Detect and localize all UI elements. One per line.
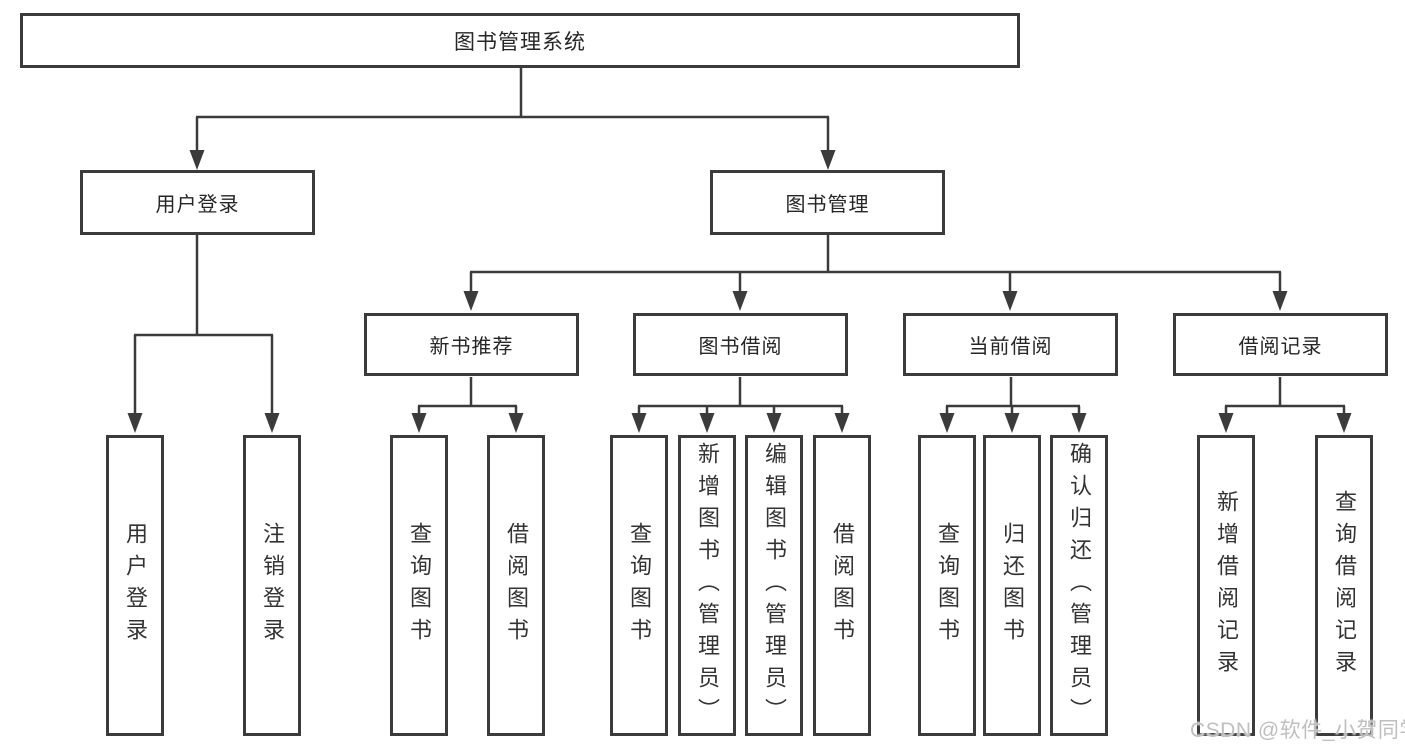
- connector-book-management-to-level3: [463, 235, 1288, 311]
- leaf-borrowing-edit-admin: 编辑图书（管理员）: [745, 435, 803, 736]
- leaf-user-login: 用户登录: [106, 435, 164, 736]
- leaf-user-login-label: 用户登录: [123, 521, 148, 650]
- node-book-management: 图书管理: [710, 170, 945, 235]
- leaf-new-books-query: 查询图书: [390, 435, 448, 736]
- leaf-logout: 注销登录: [243, 435, 301, 736]
- leaf-borrowing-add-admin: 新增图书（管理员）: [678, 435, 736, 736]
- leaf-records-add: 新增借阅记录: [1197, 435, 1255, 736]
- node-current-borrowing: 当前借阅: [903, 313, 1118, 376]
- leaf-current-confirm-admin: 确认归还（管理员）: [1050, 435, 1108, 736]
- leaf-current-confirm-admin-label: 确认归还（管理员）: [1067, 441, 1092, 730]
- leaf-current-query: 查询图书: [918, 435, 976, 736]
- node-new-book-recommend: 新书推荐: [364, 313, 579, 376]
- node-user-login: 用户登录: [80, 170, 315, 235]
- leaf-logout-label: 注销登录: [260, 521, 285, 650]
- leaf-current-query-label: 查询图书: [935, 521, 960, 650]
- leaf-new-books-borrow: 借阅图书: [487, 435, 545, 736]
- leaf-borrowing-add-admin-label: 新增图书（管理员）: [695, 441, 720, 730]
- leaf-new-books-query-label: 查询图书: [407, 521, 432, 650]
- leaf-borrowing-query: 查询图书: [610, 435, 668, 736]
- leaf-borrowing-borrow-label: 借阅图书: [830, 521, 855, 650]
- leaf-records-add-label: 新增借阅记录: [1214, 489, 1239, 682]
- connector-new-book-recommend-to-leaves: [411, 377, 524, 433]
- connector-book-borrowing-to-leaves: [631, 377, 850, 433]
- connector-user-login-to-leaves: [127, 235, 280, 433]
- connector-current-borrowing-to-leaves: [939, 377, 1087, 433]
- leaf-records-query-label: 查询借阅记录: [1332, 489, 1357, 682]
- node-root: 图书管理系统: [20, 13, 1020, 68]
- leaf-current-return: 归还图书: [983, 435, 1041, 736]
- leaf-borrowing-query-label: 查询图书: [627, 521, 652, 650]
- leaf-records-query: 查询借阅记录: [1315, 435, 1373, 736]
- node-book-borrowing: 图书借阅: [633, 313, 848, 376]
- connector-borrow-records-to-leaves: [1218, 377, 1352, 433]
- leaf-borrowing-borrow: 借阅图书: [813, 435, 871, 736]
- connector-root-to-level2: [189, 68, 836, 170]
- node-borrow-records: 借阅记录: [1173, 313, 1388, 376]
- leaf-current-return-label: 归还图书: [1000, 521, 1025, 650]
- leaf-new-books-borrow-label: 借阅图书: [504, 521, 529, 650]
- leaf-borrowing-edit-admin-label: 编辑图书（管理员）: [762, 441, 787, 730]
- csdn-watermark: CSDN @软件_小贺同学: [1190, 719, 1405, 742]
